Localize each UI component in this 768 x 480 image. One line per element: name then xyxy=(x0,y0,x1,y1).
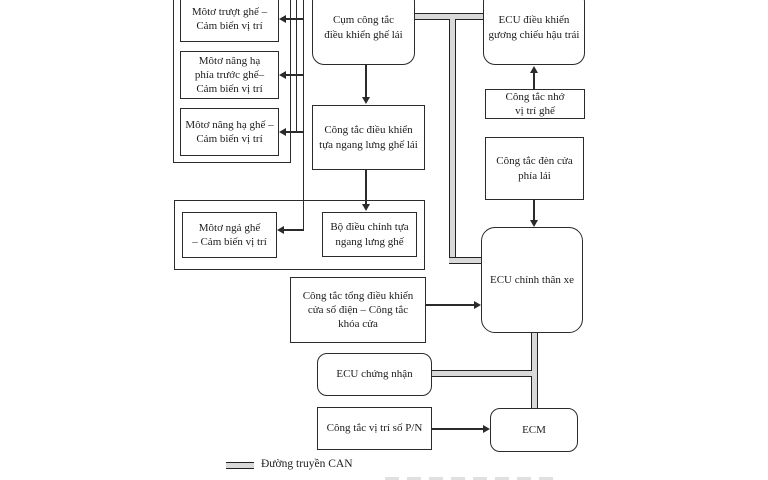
legend-can-label: Đường truyền CAN xyxy=(261,458,353,470)
arrow-line-memory-switch-to-mirror-ecu xyxy=(533,73,535,90)
node-ecm: ECM xyxy=(490,408,578,452)
arrowhead-front-lift-motor xyxy=(279,71,286,79)
arrow-line-to-front-lift-motor xyxy=(286,74,304,76)
motor-bus-line-outer xyxy=(302,0,304,231)
node-power-window-switch: Công tắc tổng điều khiển cửa sổ điện – C… xyxy=(290,277,426,343)
node-motor-lift: Môtơ nâng hạ ghế – Cảm biến vị trí xyxy=(180,108,279,156)
arrow-line-to-recline-motor xyxy=(284,229,304,231)
arrowhead-ecm xyxy=(483,425,490,433)
node-certification-ecu: ECU chứng nhận xyxy=(317,353,432,396)
seat-motor-group-frame xyxy=(173,0,291,163)
node-door-light-switch: Công tắc đèn cửa phía lái xyxy=(485,137,584,200)
legend-can-line-swatch xyxy=(226,462,254,469)
arrowhead-main-ecu-top xyxy=(529,220,538,227)
arrowhead-lift-motor xyxy=(279,128,286,136)
can-bus-certification-branch xyxy=(432,370,532,377)
arrow-line-to-slide-motor xyxy=(286,18,304,20)
arrow-line-window-switch-to-main-ecu xyxy=(426,304,474,306)
motor-bus-line-inner xyxy=(295,0,297,133)
can-bus-elbow-to-main-ecu xyxy=(449,257,481,264)
arrowhead-mirror-ecu xyxy=(529,66,538,73)
arrowhead-slide-motor xyxy=(279,15,286,23)
node-pn-position-switch: Công tắc vị trí số P/N xyxy=(317,407,432,450)
node-memory-switch: Công tắc nhớ vị trí ghế xyxy=(485,89,585,119)
cropped-caption-remnant xyxy=(385,477,555,480)
arrow-line-pn-switch-to-ecm xyxy=(432,428,483,430)
arrowhead-lumbar-switch xyxy=(361,97,370,104)
node-main-body-ecu: ECU chính thân xe xyxy=(481,227,583,333)
node-lumbar-adjuster: Bộ điều chỉnh tựa ngang lưng ghế xyxy=(322,212,417,257)
arrow-line-door-switch-to-main-ecu xyxy=(533,200,535,221)
node-motor-front-lift: Môtơ nâng hạ phía trước ghế– Cảm biến vị… xyxy=(180,51,279,99)
can-bus-right-vertical xyxy=(449,19,456,257)
arrow-line-lumbar-switch-to-adjuster xyxy=(365,170,367,205)
arrowhead-recline-motor xyxy=(277,226,284,234)
node-motor-slide: Môtơ trượt ghế – Cảm biến vị trí xyxy=(180,0,279,42)
arrow-line-to-lift-motor xyxy=(286,131,304,133)
node-mirror-ecu: ECU điều khiển gương chiếu hậu trái xyxy=(483,0,585,65)
recline-lumbar-group-frame xyxy=(174,200,425,270)
node-motor-recline: Môtơ ngả ghế – Cảm biến vị trí xyxy=(182,212,277,258)
node-lumbar-switch: Công tắc điều khiển tựa ngang lưng ghế l… xyxy=(312,105,425,170)
arrowhead-lumbar-adjuster xyxy=(361,204,370,211)
node-seat-switch-cluster: Cụm công tắc điều khiển ghế lái xyxy=(312,0,415,65)
arrowhead-main-ecu-left xyxy=(474,301,481,309)
arrow-line-cluster-to-lumbar-switch xyxy=(365,65,367,98)
